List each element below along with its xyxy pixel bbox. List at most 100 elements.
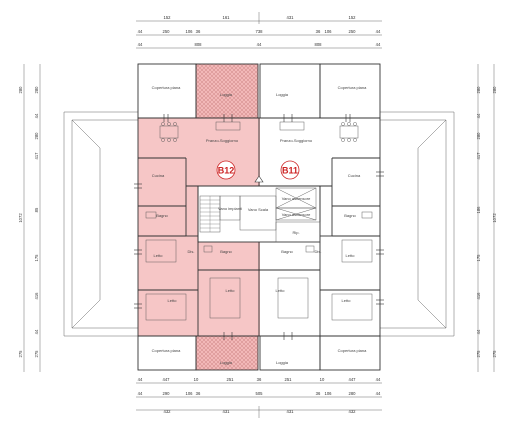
dimension-label: 280	[476, 132, 481, 140]
dimension-label: 10	[320, 377, 325, 382]
furniture	[145, 121, 373, 321]
dimension-label: 161	[223, 15, 231, 20]
dimension-label: 275	[18, 350, 23, 358]
dimension-label: 10	[194, 377, 199, 382]
dimension-label: 416	[476, 292, 481, 300]
bottom-bays	[137, 335, 381, 371]
dimension-label: 447	[163, 377, 171, 382]
dimension-label: 431	[287, 15, 295, 20]
dimension-label: 36	[196, 29, 201, 34]
dimension-label: 417	[34, 152, 39, 160]
dimension-label: 44	[376, 377, 381, 382]
dimension-label: 36	[196, 391, 201, 396]
dimension-label: 36	[316, 391, 321, 396]
dimension-label: 106	[325, 29, 333, 34]
dimension-label: 44	[476, 329, 481, 334]
dimension-label: 152	[349, 15, 357, 20]
dimension-label: 250	[163, 29, 171, 34]
dimension-label: 44	[376, 29, 381, 34]
dimension-label: 290	[163, 391, 171, 396]
room-letto: Letto	[342, 298, 352, 303]
room-vano-ascensore: Vano ascensore	[282, 196, 311, 201]
dimension-label: 44	[138, 29, 143, 34]
room-dis: Dis.	[315, 249, 322, 254]
room-vano-impianti: Vano impianti	[218, 206, 242, 211]
dimension-label: 1072	[492, 213, 497, 223]
dimension-label: 106	[325, 391, 333, 396]
dimension-label: 505	[256, 391, 264, 396]
dimension-label: 275	[476, 350, 481, 358]
room-loggia: Loggia	[276, 360, 289, 365]
dimension-label: 175	[34, 254, 39, 262]
dimension-label: 251	[285, 377, 293, 382]
room-bagno: Bagno	[344, 213, 356, 218]
dimension-label: 44	[34, 329, 39, 334]
room-copertura: Copertura piana	[338, 85, 367, 90]
dimension-label: 280	[18, 86, 23, 94]
dimension-label: 44	[138, 391, 143, 396]
room-cucina: Cucina	[348, 173, 361, 178]
room-copertura: Copertura piana	[338, 348, 367, 353]
room-pranzo: Pranzo-Soggiorno	[280, 138, 313, 143]
dimension-label: 808	[315, 42, 323, 47]
dimension-label: 416	[34, 292, 39, 300]
dimension-label: 44	[476, 113, 481, 118]
dimension-label: 417	[476, 152, 481, 160]
dimension-label: 175	[476, 254, 481, 262]
unit-label-b12: B12	[218, 166, 235, 176]
dimension-label: 44	[257, 42, 262, 47]
dimension-label: 44	[376, 391, 381, 396]
unit-label-b11: B11	[282, 166, 298, 176]
side-balconies	[63, 111, 455, 337]
room-cucina: Cucina	[152, 173, 165, 178]
dimension-label: 275	[492, 350, 497, 358]
dimension-label: 186	[476, 206, 481, 214]
room-letto: Letto	[154, 253, 164, 258]
dimension-label: 106	[186, 391, 194, 396]
dimension-label: 106	[186, 29, 194, 34]
room-letto: Letto	[226, 288, 236, 293]
dimension-lines	[23, 12, 495, 418]
room-loggia: Loggia	[276, 92, 289, 97]
room-loggia: Loggia	[220, 360, 233, 365]
room-dis: Dis.	[188, 249, 195, 254]
unit-labels: B12 B11	[216, 160, 300, 180]
window-markers	[134, 114, 384, 340]
dimension-label: 1072	[18, 213, 23, 223]
dimension-label: 431	[223, 409, 231, 414]
room-letto: Letto	[276, 288, 286, 293]
room-vano-scala: Vano Scala	[248, 207, 269, 212]
room-letto: Letto	[346, 253, 356, 258]
dimension-label: 280	[34, 132, 39, 140]
unit-b12-fill	[138, 64, 260, 370]
room-bagno: Bagno	[281, 249, 293, 254]
room-ripostiglio: Rip.	[292, 230, 299, 235]
room-pranzo: Pranzo-Soggiorno	[206, 138, 239, 143]
dimension-label: 152	[164, 15, 172, 20]
top-bays	[137, 63, 381, 119]
room-copertura: Copertura piana	[152, 348, 181, 353]
dimension-label: 44	[34, 113, 39, 118]
dimension-label: 44	[138, 42, 143, 47]
dimension-label: 738	[256, 29, 264, 34]
dimension-label: 36	[257, 377, 262, 382]
room-copertura: Copertura piana	[152, 85, 181, 90]
room-bagno: Bagno	[156, 213, 168, 218]
dimension-label: 85	[34, 207, 39, 212]
stair-core	[197, 175, 321, 243]
dimension-label: 250	[349, 29, 357, 34]
dimension-label: 432	[349, 409, 357, 414]
dimension-label: 447	[349, 377, 357, 382]
room-labels: Loggia Loggia Copertura piana Copertura …	[152, 85, 367, 365]
room-loggia: Loggia	[220, 92, 233, 97]
dimension-label: 280	[34, 86, 39, 94]
dimension-label: 280	[492, 86, 497, 94]
room-vano-ascensore: Vano ascensore	[282, 212, 311, 217]
dimension-label: 36	[316, 29, 321, 34]
dimension-label: 431	[287, 409, 295, 414]
room-letto: Letto	[168, 298, 178, 303]
dimension-label: 275	[34, 350, 39, 358]
dimension-label: 44	[138, 377, 143, 382]
